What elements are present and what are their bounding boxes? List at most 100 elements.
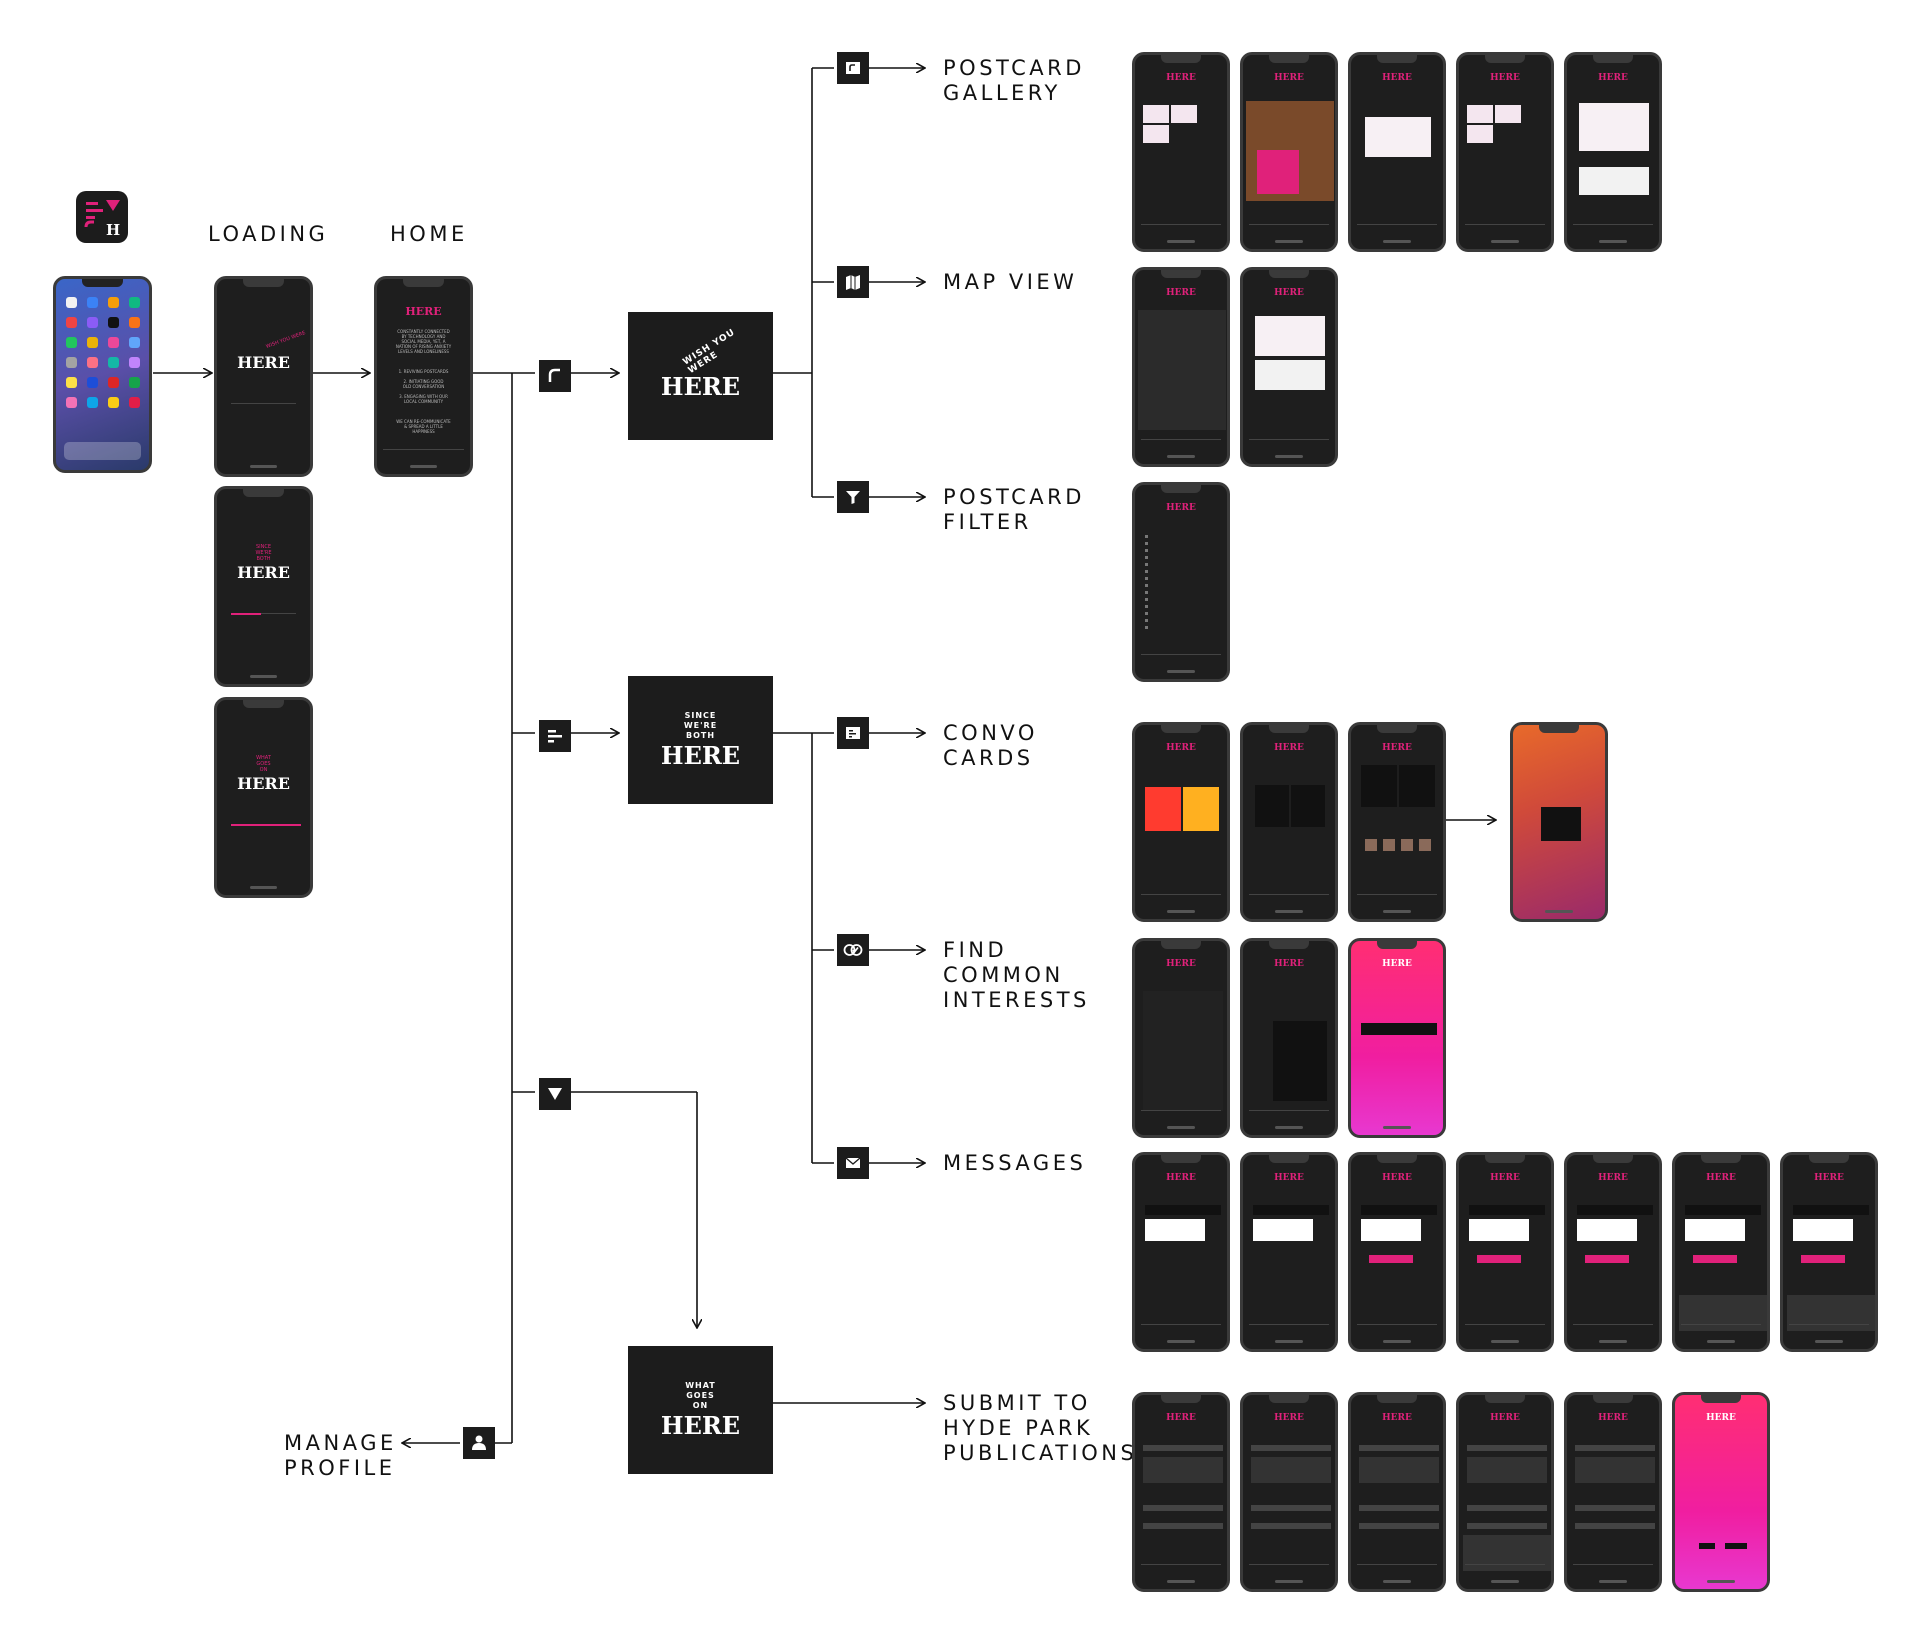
message-bubble <box>1253 1219 1313 1241</box>
screen-thumbnail: HERE <box>1456 52 1554 252</box>
postcard-icon[interactable] <box>837 52 869 84</box>
form-field <box>1467 1523 1547 1529</box>
checkbox <box>1145 612 1148 615</box>
checkbox <box>1145 626 1148 629</box>
screen-thumbnail: HERE <box>1132 482 1230 682</box>
message-bubble <box>1469 1219 1529 1241</box>
app-icon <box>87 337 98 348</box>
convo-icon[interactable] <box>837 717 869 749</box>
screen-thumbnail: HERE <box>1564 52 1662 252</box>
screen-thumbnail: HERE <box>1240 267 1338 467</box>
message-bubble <box>1685 1219 1745 1241</box>
form-field <box>1251 1505 1331 1511</box>
what-tab-icon[interactable] <box>539 1078 571 1110</box>
form-field <box>1251 1445 1331 1451</box>
home-label: HOME <box>390 222 468 246</box>
screen-thumbnail: HERE <box>1348 52 1446 252</box>
message-bubble <box>1685 1205 1761 1215</box>
screen-thumbnail: HERE <box>1348 1392 1446 1592</box>
envelope-icon[interactable] <box>837 1147 869 1179</box>
postcard-thumb <box>1495 105 1521 123</box>
since-tab-icon[interactable] <box>539 720 571 752</box>
brand-title: HERE <box>1490 1173 1520 1183</box>
interests-icon[interactable] <box>837 934 869 966</box>
checkbox <box>1145 584 1148 587</box>
submit-another-button <box>1725 1543 1747 1549</box>
screen-thumbnail: HERE <box>1132 52 1230 252</box>
brand-title: HERE <box>1274 288 1304 298</box>
postcard-preview <box>1365 117 1431 157</box>
app-icon <box>129 397 140 408</box>
app-icon <box>108 337 119 348</box>
app-icon <box>108 377 119 388</box>
loading-label: LOADING <box>208 222 329 246</box>
brand-title: HERE <box>1382 1173 1412 1183</box>
map-icon[interactable] <box>837 266 869 298</box>
reply-chip <box>1801 1255 1845 1263</box>
brand-title: HERE <box>1706 1413 1736 1423</box>
message-bubble <box>1253 1205 1329 1215</box>
form-area <box>1251 1457 1331 1483</box>
checkbox <box>1145 591 1148 594</box>
app-icon <box>129 357 140 368</box>
screen-thumbnail: HERE <box>1456 1392 1554 1592</box>
brand-title: HERE <box>1598 73 1628 83</box>
messages-label: MESSAGES <box>943 1151 1087 1175</box>
form-field <box>1467 1445 1547 1451</box>
screen-thumbnail: HERE <box>1132 1152 1230 1352</box>
wish-tab-icon[interactable] <box>539 360 571 392</box>
brand-title: HERE <box>1382 1413 1412 1423</box>
checkbox <box>1145 563 1148 566</box>
app-icon <box>66 357 77 368</box>
postcard-thumb <box>1467 125 1493 143</box>
screen-thumbnail: HERE <box>1780 1152 1878 1352</box>
card-red <box>1255 785 1289 827</box>
brand-title: HERE <box>1382 743 1412 753</box>
screen-thumbnail <box>1510 722 1608 922</box>
screen-thumbnail: HERE <box>1348 938 1446 1138</box>
brand-title: HERE <box>1166 959 1196 969</box>
app-logo-icon: H <box>76 191 128 243</box>
app-icon <box>108 317 119 328</box>
reply-chip <box>1477 1255 1521 1263</box>
postcard-thumb <box>1171 105 1197 123</box>
screen-thumbnail: HERE <box>1456 1152 1554 1352</box>
message-bubble <box>1145 1219 1205 1241</box>
app-icon <box>87 317 98 328</box>
form-field <box>1359 1505 1439 1511</box>
postcard-thumb <box>1143 125 1169 143</box>
form-area <box>1359 1457 1439 1483</box>
reply-chip <box>1369 1255 1413 1263</box>
brand-title: HERE <box>1166 1413 1196 1423</box>
brand-title: HERE <box>1166 743 1196 753</box>
postcard-thumb <box>1143 105 1169 123</box>
form-area <box>1143 1457 1223 1483</box>
app-icon <box>129 337 140 348</box>
form-field <box>1143 1445 1223 1451</box>
brand-title: HERE <box>1382 959 1412 969</box>
brand-title: HERE <box>1490 73 1520 83</box>
app-icon <box>108 297 119 308</box>
friend-avatar <box>1401 839 1413 851</box>
message-bubble <box>1361 1219 1421 1241</box>
message-bubble <box>1577 1219 1637 1241</box>
widget-card <box>1541 807 1581 841</box>
form-field <box>1359 1523 1439 1529</box>
user-icon[interactable] <box>463 1427 495 1459</box>
app-icon <box>66 337 77 348</box>
checkbox <box>1145 577 1148 580</box>
screen-thumbnail: HERE <box>1240 1392 1338 1592</box>
brand-title: HERE <box>1274 959 1304 969</box>
friend-avatar <box>1383 839 1395 851</box>
map-pin-card <box>1255 316 1325 356</box>
filter-icon[interactable] <box>837 481 869 513</box>
screen-thumbnail: HERE <box>1564 1392 1662 1592</box>
form-field <box>1467 1505 1547 1511</box>
brand-title: HERE <box>1814 1173 1844 1183</box>
